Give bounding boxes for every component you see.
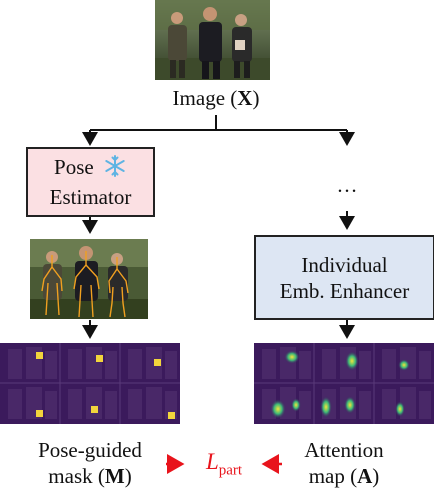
attention-map-grid xyxy=(254,343,434,424)
mask-caption-line1: Pose-guided xyxy=(38,438,142,462)
pose-estimator-box: Pose Estimator xyxy=(26,147,155,217)
pose-estimator-line2: Estimator xyxy=(49,185,132,209)
mask-caption: Pose-guided mask (M) xyxy=(0,437,180,489)
enhancer-line1: Individual xyxy=(301,252,388,277)
pose-estimator-line1-row: Pose xyxy=(54,154,127,184)
pose-estimator-line1: Pose xyxy=(54,155,94,179)
attention-caption: Attention map (A) xyxy=(254,437,434,489)
pose-keypoint-image xyxy=(30,239,148,319)
attention-caption-line1: Attention xyxy=(304,438,384,462)
part-loss-symbol: Lpart xyxy=(205,449,243,479)
embedding-enhancer-box: Individual Emb. Enhancer xyxy=(254,235,434,320)
input-label: Image (X) xyxy=(172,86,260,110)
enhancer-line2: Emb. Enhancer xyxy=(279,278,410,303)
pose-guided-mask-grid xyxy=(0,343,180,424)
input-image xyxy=(155,0,270,80)
ellipsis-text: … xyxy=(336,173,358,197)
mask-caption-line2: mask (M) xyxy=(48,464,132,488)
attention-caption-line2: map (A) xyxy=(308,464,380,488)
snowflake-icon xyxy=(103,154,127,184)
